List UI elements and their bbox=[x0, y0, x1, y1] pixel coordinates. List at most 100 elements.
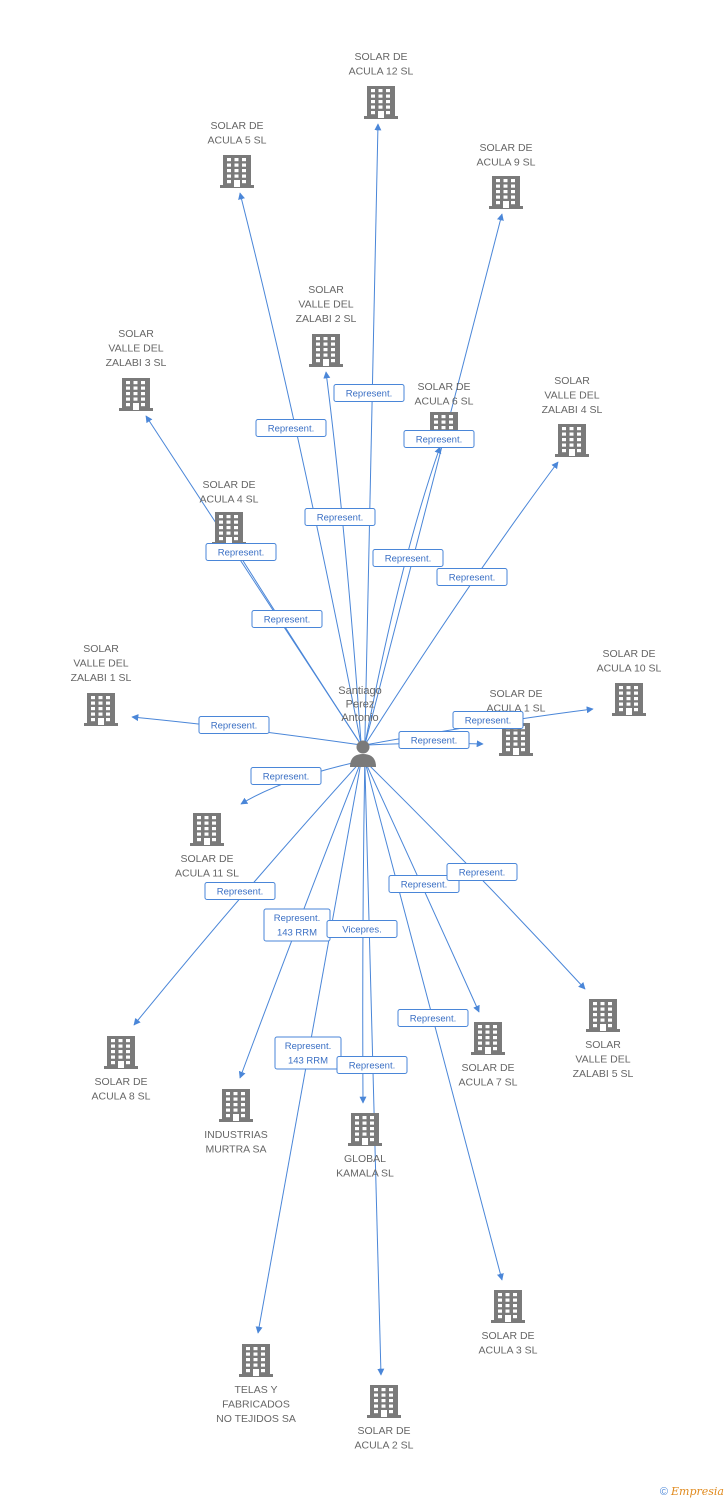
relation-label-zalabi3[interactable]: Represent. bbox=[205, 543, 277, 561]
edge-acula5 bbox=[238, 192, 362, 746]
company-label-line: ACULA 6 SL bbox=[415, 396, 474, 408]
relation-label-box bbox=[336, 1056, 408, 1074]
relation-label-text: Represent. bbox=[449, 573, 495, 584]
relation-label-zalabi4[interactable]: Represent. bbox=[436, 568, 508, 586]
relation-label-acula4[interactable]: Represent. bbox=[251, 610, 323, 628]
company-label-line: ACULA 11 SL bbox=[175, 868, 239, 880]
relation-labels-layer: Represent.Represent.Represent.Represent.… bbox=[198, 384, 524, 1074]
building-icon bbox=[471, 1022, 505, 1055]
relation-label-text: Represent. bbox=[411, 736, 457, 747]
relation-label-text: 143 RRM bbox=[288, 1056, 328, 1067]
company-label-line: ACULA 3 SL bbox=[479, 1345, 538, 1357]
relation-label-text: Represent. bbox=[218, 548, 264, 559]
relation-label-text: Vicepres. bbox=[342, 925, 381, 936]
building-icon bbox=[586, 999, 620, 1032]
relation-label-acula5[interactable]: Represent. bbox=[255, 419, 327, 437]
relation-label-box bbox=[397, 1009, 469, 1027]
relation-label-acula2[interactable]: Represent. bbox=[336, 1056, 408, 1074]
building-icon bbox=[220, 155, 254, 188]
company-label-line: KAMALA SL bbox=[336, 1168, 394, 1180]
building-icon bbox=[364, 86, 398, 119]
company-node-acula3[interactable]: SOLAR DE ACULA 3 SL bbox=[479, 1290, 538, 1357]
company-label-line: SOLAR DE bbox=[94, 1076, 147, 1088]
relation-label-murtra[interactable]: Represent.143 RRM bbox=[263, 908, 331, 942]
relation-label-acula8[interactable]: Represent. bbox=[204, 882, 276, 900]
company-node-kamala[interactable]: GLOBAL KAMALA SL bbox=[336, 1113, 394, 1180]
company-label-line: SOLAR DE bbox=[210, 120, 263, 132]
relation-label-acula3[interactable]: Represent. bbox=[397, 1009, 469, 1027]
company-label-line: VALLE DEL bbox=[73, 658, 128, 670]
relation-label-text: Represent. bbox=[264, 615, 310, 626]
person-name-line: Santiago bbox=[338, 685, 381, 697]
relation-label-box bbox=[204, 882, 276, 900]
relation-label-acula12[interactable]: Represent. bbox=[333, 384, 405, 402]
company-label-line: SOLAR DE bbox=[479, 142, 532, 154]
building-icon bbox=[219, 1089, 253, 1122]
relation-label-kamala[interactable]: Vicepres. bbox=[326, 920, 398, 938]
building-icon bbox=[491, 1290, 525, 1323]
relation-label-box bbox=[250, 767, 322, 785]
relation-label-text: Represent. bbox=[268, 424, 314, 435]
relation-label-acula10[interactable]: Represent. bbox=[452, 711, 524, 729]
company-label-line: ZALABI 3 SL bbox=[106, 357, 167, 369]
relation-label-box bbox=[403, 430, 475, 448]
brand-logo[interactable]: Empresia bbox=[671, 1485, 724, 1498]
relation-label-text: Represent. bbox=[263, 772, 309, 783]
relation-label-acula1[interactable]: Represent. bbox=[398, 731, 470, 749]
company-label-line: ZALABI 1 SL bbox=[71, 672, 132, 684]
relation-label-text: Represent. bbox=[317, 513, 363, 524]
relation-label-text: Represent. bbox=[459, 868, 505, 879]
relation-label-zalabi1[interactable]: Represent. bbox=[198, 716, 270, 734]
company-label-line: VALLE DEL bbox=[108, 343, 163, 355]
relation-label-box bbox=[452, 711, 524, 729]
company-label-line: ZALABI 5 SL bbox=[573, 1068, 634, 1080]
relation-label-zalabi5[interactable]: Represent. bbox=[446, 863, 518, 881]
company-node-acula11[interactable]: SOLAR DE ACULA 11 SL bbox=[175, 813, 239, 880]
building-icon bbox=[612, 683, 646, 716]
building-icon bbox=[119, 378, 153, 411]
company-label-line: INDUSTRIAS bbox=[204, 1129, 268, 1141]
relation-label-acula6[interactable]: Represent. bbox=[372, 549, 444, 567]
company-label-line: GLOBAL bbox=[344, 1153, 386, 1165]
company-label-line: ACULA 4 SL bbox=[200, 494, 259, 506]
relation-label-box bbox=[304, 508, 376, 526]
building-icon bbox=[84, 693, 118, 726]
relation-label-acula11[interactable]: Represent. bbox=[250, 767, 322, 785]
company-node-zalabi1[interactable]: SOLAR VALLE DEL ZALABI 1 SL bbox=[71, 643, 132, 726]
company-label-line: SOLAR DE bbox=[180, 853, 233, 865]
company-label-line: SOLAR DE bbox=[481, 1330, 534, 1342]
company-label-line: SOLAR bbox=[83, 643, 119, 655]
relation-label-telas[interactable]: Represent.143 RRM bbox=[274, 1036, 342, 1070]
person-name-line: Perez bbox=[346, 699, 375, 711]
company-label-line: ACULA 2 SL bbox=[355, 1440, 414, 1452]
building-icon bbox=[367, 1385, 401, 1418]
building-icon bbox=[104, 1036, 138, 1069]
company-label-line: VALLE DEL bbox=[298, 299, 353, 311]
relation-label-box bbox=[198, 716, 270, 734]
relation-label-acula7[interactable]: Represent. bbox=[388, 875, 460, 893]
edge-acula12 bbox=[364, 123, 382, 746]
relation-label-acula9[interactable]: Represent. bbox=[403, 430, 475, 448]
edge-acula9 bbox=[364, 213, 504, 746]
building-icon bbox=[239, 1344, 273, 1377]
relation-label-zalabi2[interactable]: Represent. bbox=[304, 508, 376, 526]
relation-label-text: Represent. bbox=[465, 716, 511, 727]
relation-label-text: Represent. bbox=[346, 389, 392, 400]
company-label-line: ACULA 10 SL bbox=[597, 663, 662, 675]
